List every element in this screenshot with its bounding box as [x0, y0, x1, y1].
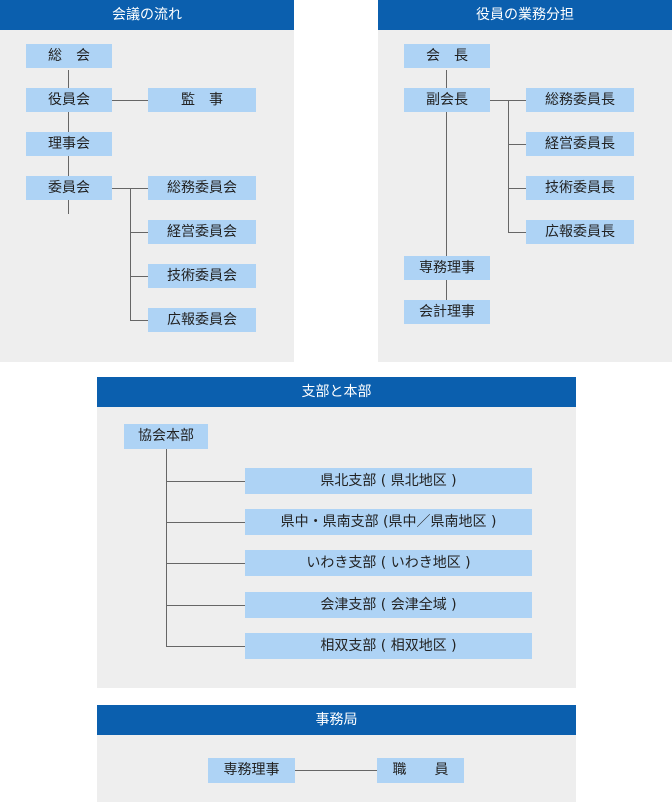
connector [166, 605, 245, 606]
node-headquarters: 協会本部 [124, 424, 208, 449]
connector [508, 100, 509, 232]
connector [130, 188, 131, 320]
node-pr-chair: 広報委員長 [526, 220, 634, 244]
node-secretariat-executive-director: 専務理事 [208, 758, 295, 783]
node-committee: 委員会 [26, 176, 112, 200]
meeting-flow-title: 会議の流れ [0, 0, 294, 30]
connector [130, 232, 148, 233]
connector [112, 100, 148, 101]
connector [130, 276, 148, 277]
node-president: 会 長 [404, 44, 490, 68]
node-technical-chair: 技術委員長 [526, 176, 634, 200]
node-general-affairs-chair: 総務委員長 [526, 88, 634, 112]
connector [166, 563, 245, 564]
node-treasurer: 会計理事 [404, 300, 490, 324]
node-staff: 職 員 [377, 758, 464, 783]
connector [508, 232, 526, 233]
connector [508, 188, 526, 189]
officer-duties-panel: 役員の業務分担 会 長 副会長 総務委員長 経営委員長 技術委員長 広報委員長 … [378, 0, 672, 362]
node-general-assembly: 総 会 [26, 44, 112, 68]
node-kenchu-kennan-branch: 県中・県南支部 (県中／県南地区 ) [245, 509, 532, 535]
node-soso-branch: 相双支部 ( 相双地区 ) [245, 633, 532, 659]
connector [166, 646, 245, 647]
node-iwaki-branch: いわき支部 ( いわき地区 ) [245, 550, 532, 576]
branches-title: 支部と本部 [97, 377, 576, 407]
node-aizu-branch: 会津支部 ( 会津全域 ) [245, 592, 532, 618]
connector [295, 770, 377, 771]
node-kenpoku-branch: 県北支部 ( 県北地区 ) [245, 468, 532, 494]
meeting-flow-panel: 会議の流れ 総 会 役員会 監 事 理事会 委員会 総務委員会 経営委員会 技術… [0, 0, 294, 362]
node-technical-committee: 技術委員会 [148, 264, 256, 288]
secretariat-panel: 事務局 専務理事 職 員 [97, 705, 576, 802]
connector [166, 522, 245, 523]
node-auditor: 監 事 [148, 88, 256, 112]
connector [130, 320, 148, 321]
branches-panel: 支部と本部 協会本部 県北支部 ( 県北地区 ) 県中・県南支部 (県中／県南地… [97, 377, 576, 688]
node-pr-committee: 広報委員会 [148, 308, 256, 332]
secretariat-title: 事務局 [97, 705, 576, 735]
connector [112, 188, 130, 189]
connector [166, 448, 167, 646]
node-executive-director: 専務理事 [404, 256, 490, 280]
connector [166, 481, 245, 482]
node-management-chair: 経営委員長 [526, 132, 634, 156]
node-general-affairs-committee: 総務委員会 [148, 176, 256, 200]
connector [446, 70, 447, 312]
officer-duties-title: 役員の業務分担 [378, 0, 672, 30]
node-board-meeting: 理事会 [26, 132, 112, 156]
node-vice-president: 副会長 [404, 88, 490, 112]
node-management-committee: 経営委員会 [148, 220, 256, 244]
connector [508, 144, 526, 145]
node-officers-meeting: 役員会 [26, 88, 112, 112]
connector [130, 188, 148, 189]
